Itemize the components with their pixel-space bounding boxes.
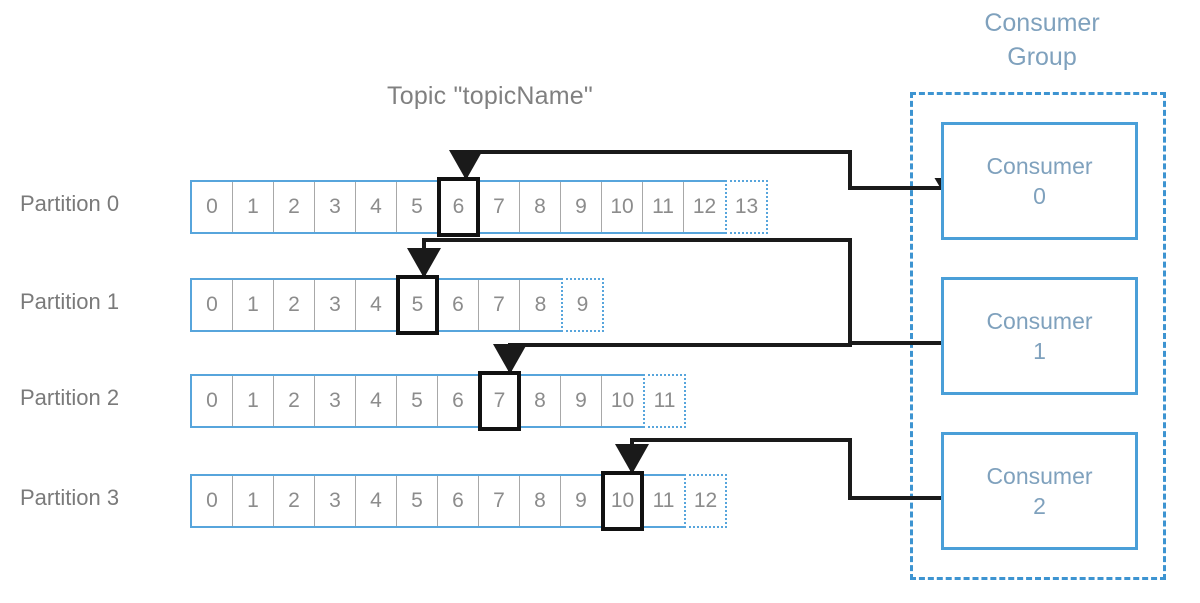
offset-cell: 10 bbox=[602, 376, 643, 426]
offset-cell: 8 bbox=[520, 476, 561, 526]
offset-cell: 8 bbox=[520, 280, 561, 330]
offset-cell: 0 bbox=[192, 476, 233, 526]
consumer-id-0: 0 bbox=[1033, 183, 1046, 209]
offset-cell: 0 bbox=[192, 376, 233, 426]
offset-cell: 2 bbox=[274, 376, 315, 426]
partition-label-3: Partition 3 bbox=[20, 485, 120, 510]
offset-cell: 11 bbox=[643, 182, 684, 232]
offset-cell: 9 bbox=[561, 376, 602, 426]
current-offset-cell: 6 bbox=[437, 177, 480, 237]
consumer-group-title-line2: Group bbox=[1007, 43, 1077, 71]
consumer-box-2[interactable]: Consumer 2 bbox=[941, 432, 1138, 550]
offset-cell: 2 bbox=[274, 476, 315, 526]
current-offset-cell: 7 bbox=[478, 371, 521, 431]
offset-cell: 3 bbox=[315, 476, 356, 526]
offset-cell: 1 bbox=[233, 476, 274, 526]
arrowhead-partition-2 bbox=[493, 344, 527, 374]
offset-cell: 12 bbox=[684, 182, 725, 232]
offset-cell: 5 bbox=[397, 476, 438, 526]
offset-cell: 8 bbox=[520, 376, 561, 426]
next-offset-cell: 12 bbox=[684, 474, 727, 528]
current-offset-cell: 10 bbox=[601, 471, 644, 531]
partition-cells-2: 012345678910 bbox=[190, 374, 645, 428]
current-offset-cell: 5 bbox=[396, 275, 439, 335]
next-offset-cell: 13 bbox=[725, 180, 768, 234]
consumer-name-1: Consumer bbox=[986, 308, 1093, 334]
arrowhead-partition-3 bbox=[615, 444, 649, 474]
offset-cell: 9 bbox=[561, 476, 602, 526]
consumer-box-1[interactable]: Consumer 1 bbox=[941, 277, 1138, 395]
offset-cell: 2 bbox=[274, 182, 315, 232]
offset-cell: 7 bbox=[479, 476, 520, 526]
offset-cell: 11 bbox=[643, 476, 684, 526]
consumer-box-0[interactable]: Consumer 0 bbox=[941, 122, 1138, 240]
offset-cell: 5 bbox=[397, 182, 438, 232]
offset-cell: 10 bbox=[602, 182, 643, 232]
consumer-group-title: Consumer Group bbox=[922, 6, 1162, 74]
offset-cell: 1 bbox=[233, 376, 274, 426]
offset-cell: 7 bbox=[479, 182, 520, 232]
consumer-id-1: 1 bbox=[1033, 338, 1046, 364]
consumer-id-2: 2 bbox=[1033, 493, 1046, 519]
offset-cell: 2 bbox=[274, 280, 315, 330]
offset-cell: 6 bbox=[438, 280, 479, 330]
offset-cell: 6 bbox=[438, 476, 479, 526]
next-offset-cell: 11 bbox=[643, 374, 686, 428]
offset-cell: 3 bbox=[315, 280, 356, 330]
offset-cell: 9 bbox=[561, 182, 602, 232]
offset-cell: 4 bbox=[356, 376, 397, 426]
topic-title: Topic "topicName" bbox=[387, 82, 593, 110]
offset-cell: 3 bbox=[315, 376, 356, 426]
arrowhead-partition-1 bbox=[407, 248, 441, 278]
offset-cell: 6 bbox=[438, 376, 479, 426]
partition-label-2: Partition 2 bbox=[20, 385, 120, 410]
offset-cell: 1 bbox=[233, 280, 274, 330]
offset-cell: 4 bbox=[356, 182, 397, 232]
offset-cell: 4 bbox=[356, 476, 397, 526]
offset-cell: 5 bbox=[397, 376, 438, 426]
arrowhead-partition-0 bbox=[449, 150, 483, 180]
next-offset-cell: 9 bbox=[561, 278, 604, 332]
consumer-group-title-line1: Consumer bbox=[984, 9, 1100, 37]
connector-partition2-consumer1 bbox=[508, 343, 852, 372]
offset-cell: 0 bbox=[192, 182, 233, 232]
offset-cell: 7 bbox=[479, 280, 520, 330]
partition-label-1: Partition 1 bbox=[20, 289, 120, 314]
consumer-name-2: Consumer bbox=[986, 463, 1093, 489]
offset-cell: 4 bbox=[356, 280, 397, 330]
offset-cell: 3 bbox=[315, 182, 356, 232]
consumer-name-0: Consumer bbox=[986, 153, 1093, 179]
offset-cell: 0 bbox=[192, 280, 233, 330]
offset-cell: 1 bbox=[233, 182, 274, 232]
partition-label-0: Partition 0 bbox=[20, 191, 120, 216]
offset-cell: 8 bbox=[520, 182, 561, 232]
